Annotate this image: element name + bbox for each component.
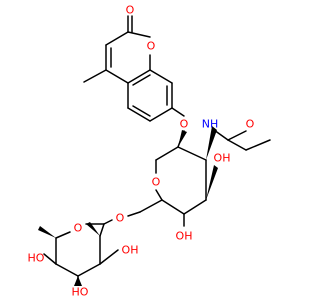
- bond: [155, 189, 163, 201]
- bond: [149, 107, 173, 122]
- bond: [99, 223, 105, 237]
- atom-label-hydroxyl: HO: [28, 252, 45, 265]
- bond: [177, 146, 207, 161]
- bond: [43, 253, 57, 265]
- bond: [55, 263, 79, 277]
- bond: [155, 146, 179, 161]
- molecule-structure: O O O O NH O OH OH O O OH HO HO: [0, 0, 300, 300]
- bond: [127, 31, 151, 38]
- bond: [149, 69, 173, 84]
- bond: [171, 107, 185, 117]
- atom-label-oxygen: O: [246, 118, 255, 131]
- bond: [55, 231, 71, 239]
- bond: [245, 139, 271, 151]
- bond: [103, 219, 113, 225]
- bond: [183, 199, 207, 215]
- bond: [127, 107, 151, 122]
- bond: [132, 74, 151, 86]
- atom-label-oxygen: O: [74, 222, 83, 235]
- atom-labels: O O O O NH O OH OH O O OH HO HO: [28, 4, 255, 299]
- atom-label-hydroxyl: OH: [214, 152, 231, 165]
- stereo-bonds: [38, 126, 218, 286]
- bond: [77, 263, 101, 277]
- wedge-bond: [38, 226, 56, 238]
- bond: [83, 69, 107, 83]
- atom-label-oxygen: O: [147, 40, 156, 53]
- bond: [227, 139, 247, 151]
- atom-label-oxygen: O: [116, 212, 125, 225]
- atom-label-oxygen: O: [152, 176, 161, 189]
- background: [0, 0, 300, 300]
- bond: [139, 199, 163, 213]
- wedge-bond: [74, 276, 82, 286]
- wedge-bond: [206, 165, 218, 200]
- wedge-bond: [206, 126, 217, 160]
- atom-label-oxygen: O: [180, 118, 189, 131]
- atom-label-hydroxyl: OH: [176, 230, 193, 243]
- bond: [99, 249, 119, 265]
- atom-label-hydroxyl: OH: [122, 244, 139, 257]
- bond: [127, 69, 151, 84]
- bond: [105, 69, 129, 84]
- wedge-bond: [178, 130, 187, 147]
- atom-label-nitrogen: NH: [202, 118, 219, 131]
- bond: [127, 211, 141, 217]
- bond: [161, 199, 185, 215]
- bond: [132, 105, 151, 117]
- bond: [105, 31, 129, 46]
- atom-label-hydroxyl: HO: [72, 286, 89, 299]
- atom-label-oxygen: O: [126, 4, 135, 17]
- bond: [227, 130, 247, 141]
- wedge-bond: [86, 222, 100, 236]
